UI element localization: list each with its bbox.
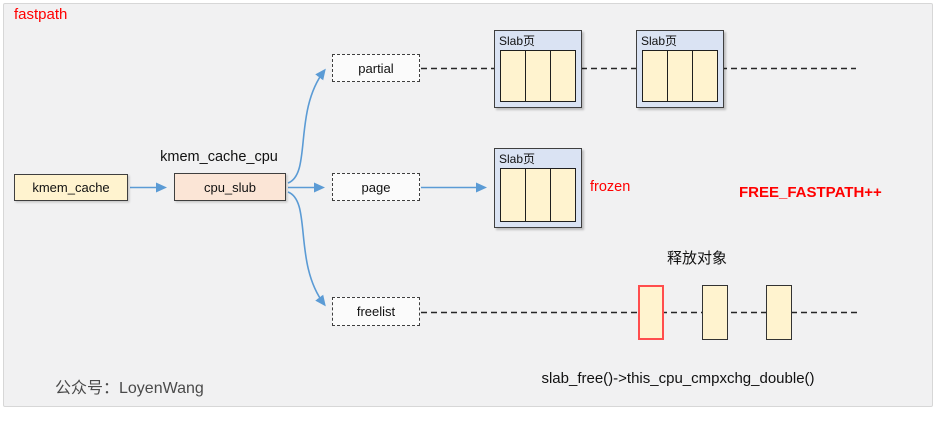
slab-page-current: Slab页 bbox=[494, 148, 582, 228]
slab-cells bbox=[642, 50, 718, 102]
slab-object-cell bbox=[500, 168, 526, 222]
node-cpu-slub: cpu_slub bbox=[174, 173, 286, 201]
node-partial: partial bbox=[332, 54, 420, 82]
release-objects-caption: 释放对象 bbox=[667, 250, 728, 267]
free-fastpath-annotation: FREE_FASTPATH++ bbox=[739, 184, 882, 201]
frozen-annotation: frozen bbox=[590, 179, 631, 195]
slab-page-partial-2: Slab页 bbox=[636, 30, 724, 108]
slab-free-call-caption: slab_free()->this_cpu_cmpxchg_double() bbox=[541, 370, 815, 387]
arrow-cpu-slub-to-partial bbox=[287, 68, 326, 184]
watermark: 公众号：LoyenWang bbox=[55, 380, 204, 397]
node-page: page bbox=[332, 173, 420, 201]
node-freelist: freelist bbox=[332, 297, 420, 326]
freed-object bbox=[766, 285, 792, 340]
node-cpu-slub-label: cpu_slub bbox=[203, 179, 257, 195]
slab-object-cell bbox=[525, 50, 551, 102]
node-kmem-cache: kmem_cache bbox=[14, 174, 128, 201]
kmem-cache-cpu-caption: kmem_cache_cpu bbox=[160, 149, 278, 165]
slab-cells bbox=[500, 168, 576, 222]
arrow-cpu-slub-to-freelist bbox=[287, 191, 326, 307]
slab-object-cell bbox=[550, 50, 576, 102]
slab-object-cell bbox=[550, 168, 576, 222]
freed-object bbox=[702, 285, 728, 340]
slab-object-cell bbox=[500, 50, 526, 102]
freed-object-highlighted bbox=[638, 285, 664, 340]
slab-object-cell bbox=[667, 50, 693, 102]
slab-page-label: Slab页 bbox=[499, 152, 536, 166]
slab-cells bbox=[500, 50, 576, 102]
slab-object-cell bbox=[642, 50, 668, 102]
slab-page-label: Slab页 bbox=[641, 34, 678, 48]
slab-object-cell bbox=[692, 50, 718, 102]
slab-page-partial-1: Slab页 bbox=[494, 30, 582, 108]
node-partial-label: partial bbox=[358, 60, 394, 76]
node-page-label: page bbox=[361, 179, 391, 195]
slab-object-cell bbox=[525, 168, 551, 222]
node-kmem-cache-label: kmem_cache bbox=[32, 180, 110, 195]
diagram-title: fastpath bbox=[14, 6, 68, 23]
slab-page-label: Slab页 bbox=[499, 34, 536, 48]
node-freelist-label: freelist bbox=[356, 304, 396, 319]
